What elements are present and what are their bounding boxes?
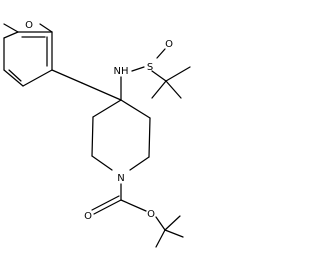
ester-tert-butyl (155, 215, 184, 248)
sulfinamide-group (120, 48, 167, 101)
methoxy-oxygen-label: O (25, 20, 33, 31)
sulfinyl-oxygen-label: O (165, 39, 173, 50)
sulfinyl-tert-butyl (151, 66, 191, 99)
structure-diagram: O NH S O N O O (3, 20, 191, 248)
molecule-drawing: O NH S O N O O (3, 20, 191, 248)
piperidine-ring (91, 99, 151, 171)
carbonyl-oxygen-label: O (84, 211, 92, 222)
ring-nitrogen-label: N (117, 173, 124, 184)
methoxy-group (3, 23, 53, 33)
amine-nh-label: NH (114, 66, 129, 77)
ester-oxygen-label: O (147, 209, 155, 220)
boc-carbamate (91, 183, 166, 231)
sulfur-label: S (147, 62, 153, 73)
benzene-ring (3, 31, 53, 87)
benzyl-linker (51, 69, 122, 101)
